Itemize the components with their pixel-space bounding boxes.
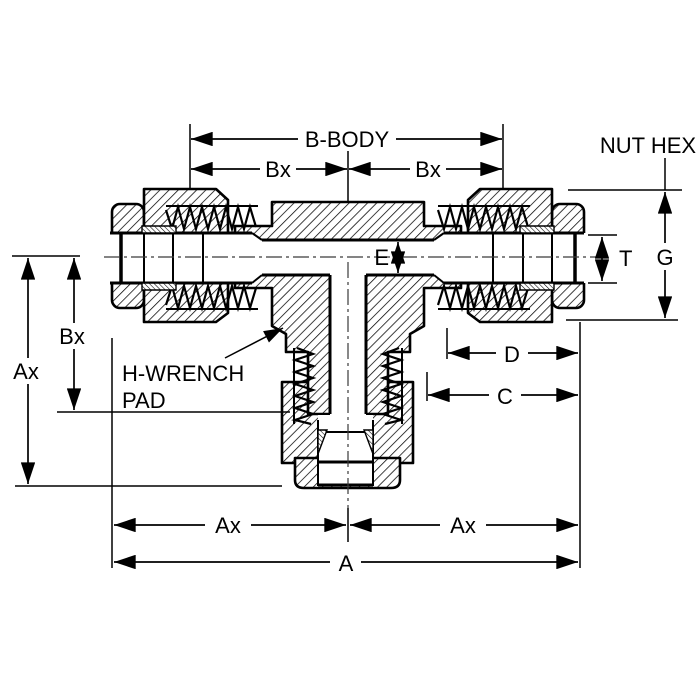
left-back-ferrule-bottom (141, 282, 177, 291)
right-channel-edges (444, 231, 584, 285)
right-tube-channel (444, 233, 586, 283)
threads-top-left (164, 202, 258, 234)
centerlines (104, 256, 598, 508)
a-label: A (339, 551, 354, 576)
dim-e: E (374, 242, 406, 273)
left-bore-transition (252, 233, 262, 283)
label-gap (496, 341, 528, 366)
bottom-ferrule-left (317, 429, 329, 455)
g-label: G (656, 245, 673, 270)
ax-bottom-left-label: Ax (215, 513, 241, 538)
dim-bx-ax-left: Bx Ax (5, 255, 290, 487)
dim-ax-a-bottom: Ax Ax A (111, 338, 578, 576)
internal-lines (110, 225, 584, 487)
ax-left-label: Ax (13, 359, 39, 384)
right-back-ferrule-bottom (519, 282, 555, 291)
e-label: E (374, 245, 389, 270)
dim-d-c: D C (426, 322, 581, 568)
bx-top-right-label: Bx (415, 157, 441, 182)
dimensions: B-BODY Bx Bx NUT HEX G T (5, 124, 696, 576)
label-gap (205, 513, 251, 538)
left-tube-channel (110, 233, 252, 283)
wrench-pad-label-line2: PAD (122, 388, 166, 413)
threads-top-right (436, 202, 530, 234)
left-back-ferrule-top (141, 225, 177, 234)
label-gap (298, 127, 396, 150)
ax-bottom-right-label: Ax (450, 513, 476, 538)
tee-fitting-section (104, 187, 598, 508)
label-gap (410, 157, 446, 180)
bx-left-label: Bx (59, 324, 85, 349)
body-upper (233, 200, 463, 242)
nut-hex-label: NUT HEX (600, 133, 696, 158)
right-ferrule-lines (492, 233, 553, 283)
bottom-tube-channel (318, 414, 373, 486)
threads-bottom-right (436, 281, 530, 313)
threads-bottom-left (164, 281, 258, 313)
wrench-pad-callout: H-WRENCH PAD (122, 327, 284, 413)
dim-nut-hex-g: NUT HEX G (566, 133, 696, 321)
b-body-label: B-BODY (305, 127, 390, 152)
label-gap (330, 550, 361, 575)
c-label: C (497, 384, 513, 409)
right-back-ferrule-top (519, 225, 555, 234)
vertical-bore-edges (328, 275, 368, 414)
left-channel-edges (110, 231, 252, 285)
label-gap (652, 243, 678, 270)
label-gap (260, 157, 296, 180)
leader-line (224, 327, 284, 359)
bottom-ferrule-right (362, 429, 374, 455)
d-label: D (504, 342, 520, 367)
left-ferrule-lines (143, 233, 204, 283)
bottom-tube-lines (318, 460, 373, 487)
bx-top-left-label: Bx (265, 157, 291, 182)
dim-t: T (588, 234, 632, 284)
dim-b-body: B-BODY (189, 124, 504, 201)
right-bore-transition (434, 233, 444, 283)
t-label: T (619, 246, 632, 271)
wrench-pad-label-line1: H-WRENCH (122, 361, 244, 386)
bore-chamfers (251, 232, 445, 284)
label-gap (5, 358, 48, 384)
label-gap (440, 513, 486, 538)
dim-bx-top: Bx Bx (191, 157, 502, 182)
label-gap (489, 383, 521, 408)
label-gap (53, 323, 91, 349)
